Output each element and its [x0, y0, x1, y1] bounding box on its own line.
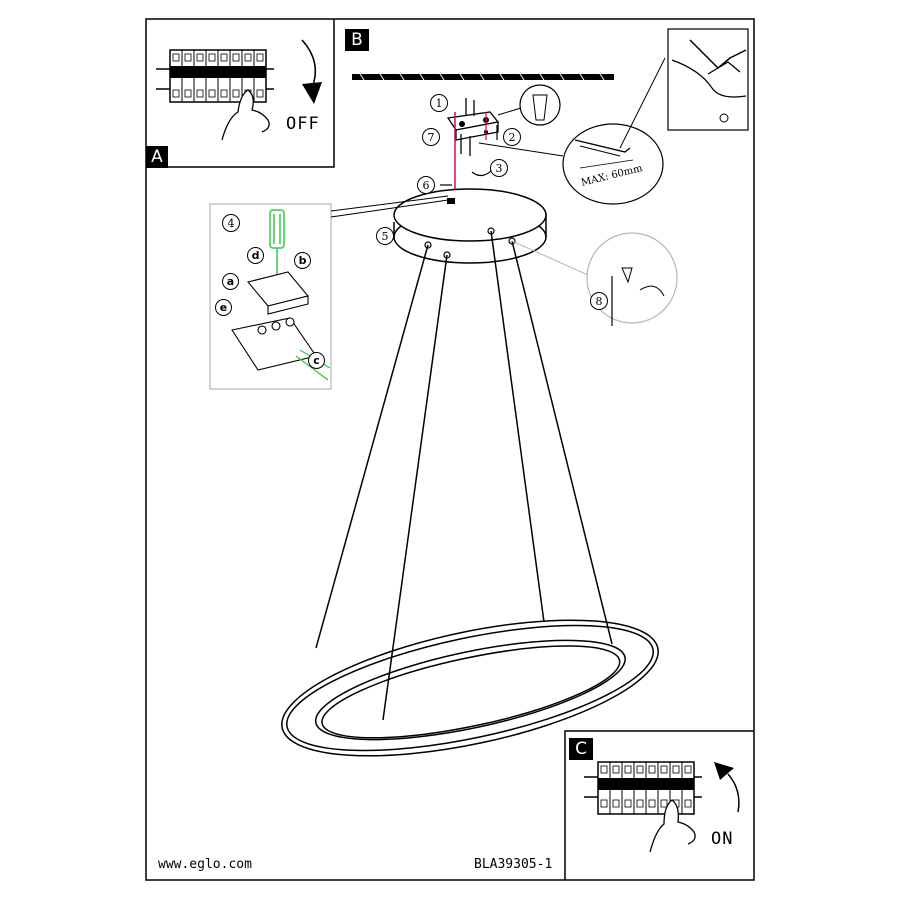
- outer-frame: [145, 18, 755, 881]
- wiring-letter-a: a: [222, 273, 239, 290]
- step-2: 2: [503, 128, 521, 146]
- ceiling-line: [352, 74, 614, 80]
- off-arrow: [301, 39, 317, 89]
- hand-outline-c: [649, 799, 696, 853]
- step-7: 7: [422, 128, 440, 146]
- wiring-letter-d: d: [247, 247, 264, 264]
- panel-label-c: C: [569, 738, 593, 760]
- panel-label-a: A: [146, 146, 168, 168]
- model-number: BLA39305-1: [474, 857, 553, 872]
- on-label: ON: [711, 829, 734, 849]
- wire-strip-detail: [667, 28, 749, 131]
- ground-symbol: [719, 113, 729, 123]
- wiring-letter-b: b: [294, 252, 311, 269]
- canopy-top: [393, 188, 547, 242]
- step-3: 3: [490, 159, 508, 177]
- breaker-strip-off: [156, 49, 274, 103]
- screwdriver: [269, 209, 285, 290]
- hand-outline: [221, 89, 270, 141]
- off-label: OFF: [286, 114, 320, 134]
- suspension-cables: [315, 230, 613, 721]
- arrow-3: [471, 169, 493, 177]
- step-1: 1: [430, 94, 448, 112]
- wiring-letter-e: e: [215, 299, 232, 316]
- off-arrow-head: [302, 82, 322, 104]
- website-link[interactable]: www.eglo.com: [158, 857, 252, 872]
- wiring-letter-c: c: [308, 352, 325, 369]
- step-8: 8: [590, 292, 608, 310]
- breaker-strip-on: [584, 761, 702, 815]
- led-ring: [281, 619, 659, 757]
- panel-a-frame: [146, 19, 335, 168]
- panel-c-frame: [564, 730, 754, 880]
- on-arrow: [727, 773, 740, 813]
- wall-plug-icon: [532, 94, 548, 121]
- connector-block: [231, 271, 317, 371]
- cable-detail: [562, 123, 664, 205]
- height-adjust-detail: [586, 232, 678, 324]
- screws: [460, 98, 475, 156]
- step-5: 5: [376, 227, 394, 245]
- panel-label-b: B: [345, 29, 369, 51]
- step-4: 4: [222, 214, 240, 232]
- on-arrow-head: [714, 762, 734, 780]
- step-6: 6: [417, 176, 435, 194]
